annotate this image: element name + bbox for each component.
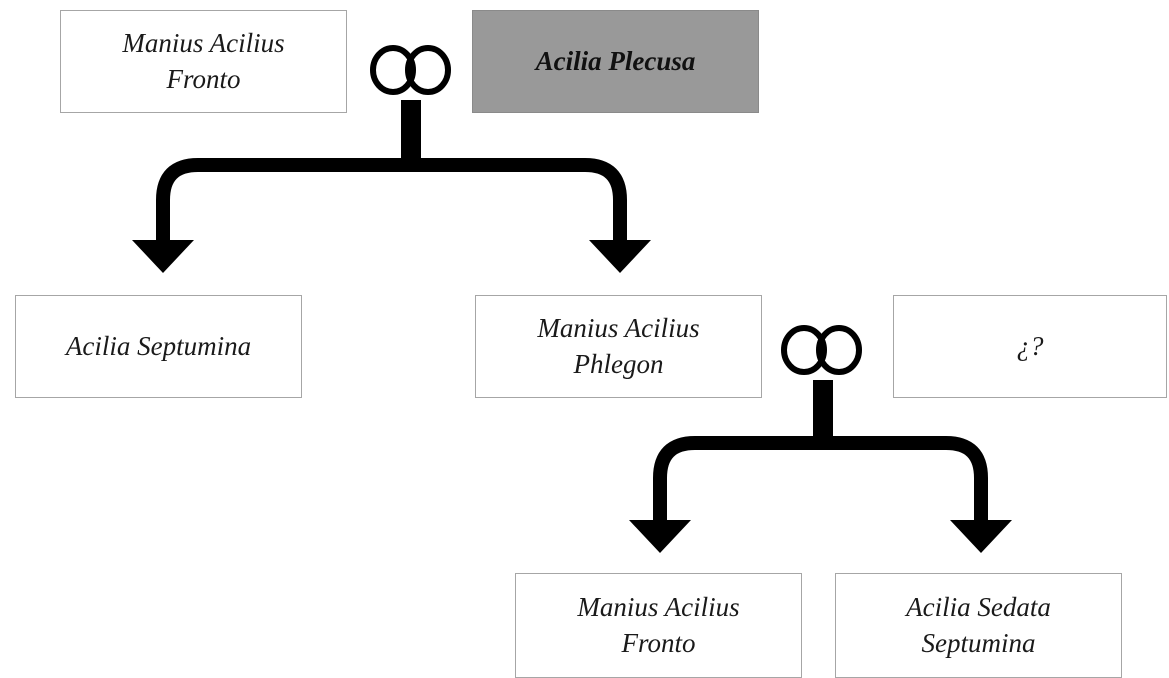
person-name: Manius Acilius Phlegon (537, 313, 700, 379)
person-acilia-septumina: Acilia Septumina (15, 295, 302, 398)
marriage-rings-icon (781, 325, 862, 375)
descent-stem (401, 100, 421, 160)
down-arrow-icon (589, 240, 651, 273)
down-arrow-icon (950, 520, 1012, 553)
marriage-rings-icon (370, 45, 451, 95)
person-name: Acilia Plecusa (535, 45, 696, 76)
person-acilia-plecusa: Acilia Plecusa (472, 10, 759, 113)
person-name: Acilia Septumina (65, 330, 252, 361)
person-name: ¿? (1016, 330, 1044, 361)
person-unknown-spouse: ¿? (893, 295, 1167, 398)
person-name: Manius Acilius Fronto (122, 28, 285, 94)
person-name: Acilia Sedata Septumina (906, 592, 1051, 658)
person-manius-acilius-fronto-top: Manius Acilius Fronto (60, 10, 347, 113)
person-acilia-sedata-septumina: Acilia Sedata Septumina (835, 573, 1122, 678)
person-name: Manius Acilius Fronto (577, 592, 740, 658)
person-manius-acilius-fronto-bottom: Manius Acilius Fronto (515, 573, 802, 678)
down-arrow-icon (629, 520, 691, 553)
branch-connector (653, 436, 988, 530)
person-manius-acilius-phlegon: Manius Acilius Phlegon (475, 295, 762, 398)
branch-connector (156, 158, 627, 250)
descent-stem (813, 380, 833, 440)
down-arrow-icon (132, 240, 194, 273)
